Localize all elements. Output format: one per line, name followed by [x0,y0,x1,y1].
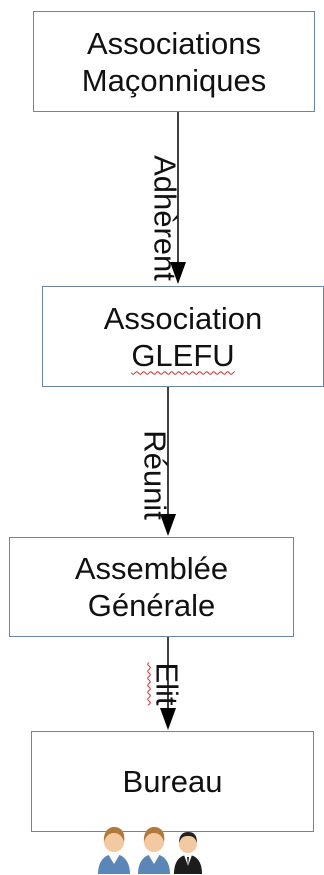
node-assemblee-generale: Assemblée Générale [9,537,294,637]
node-associations-maconniques: Associations Maçonniques [33,11,315,112]
edge-label-reunit: Réunit [137,430,173,520]
people-group-icon [98,827,202,874]
node-label-line: Associations [86,25,262,61]
node-association-glefu: Association GLEFU [42,286,324,387]
node-label-line: Bureau [122,764,223,799]
node-label-line: Maçonniques [81,62,267,98]
person-female-icon [98,827,130,874]
node-label-line: Association [103,300,263,336]
node-label-line: Assemblée [74,551,229,586]
node-bureau: Bureau [31,731,314,832]
edge-label-adherent: Adhèrent [147,155,183,281]
node-label-line: Générale [87,588,216,623]
person-female-icon [138,827,170,874]
node-label-line: GLEFU [131,337,235,373]
arrowhead-elit [160,708,176,730]
person-male-suit-icon [174,832,202,874]
arrowhead-reunit [160,514,176,536]
edge-label-elit: Elit [149,662,185,706]
arrowhead-adherent [170,262,186,284]
